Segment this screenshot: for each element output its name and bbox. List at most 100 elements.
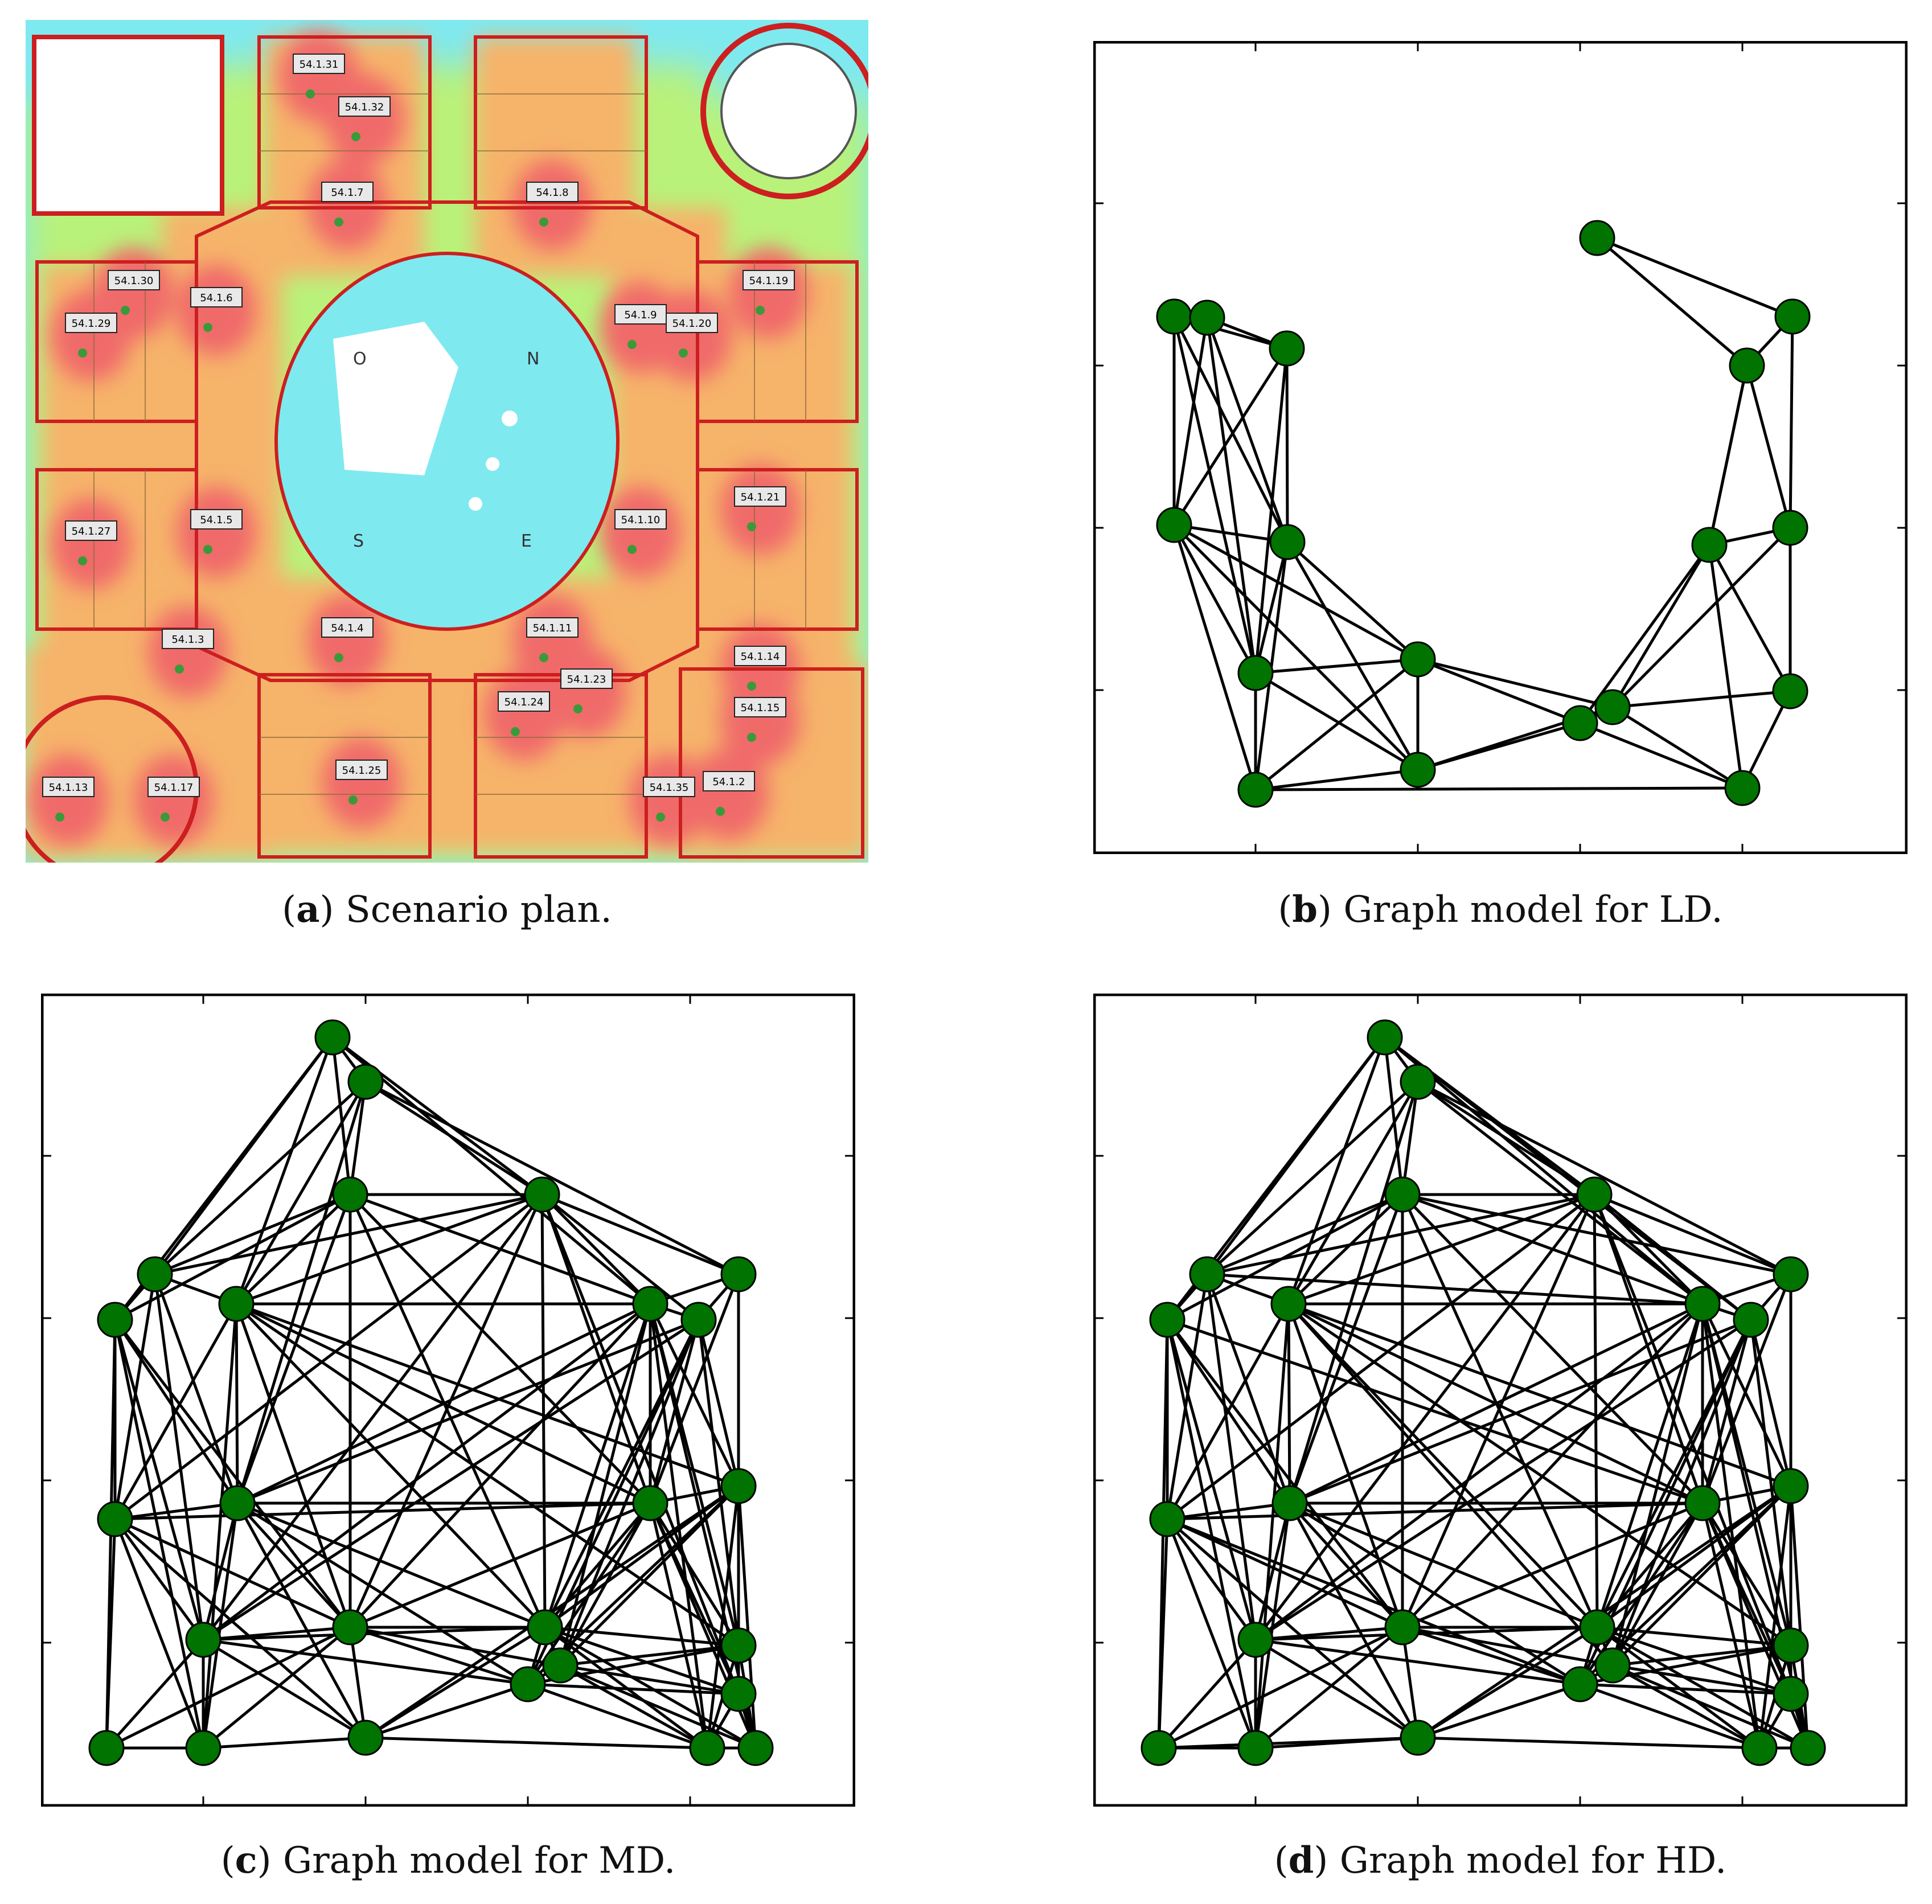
- svg-text:O: O: [353, 349, 367, 369]
- graph-edge: [1597, 1626, 1791, 1696]
- graph-edge: [348, 1193, 544, 1628]
- graph-edge: [364, 1080, 740, 1276]
- graph-edge: [1174, 523, 1288, 544]
- graph-node: [1691, 527, 1728, 563]
- graph-node: [1684, 1286, 1721, 1322]
- graph-edge: [1167, 1318, 1703, 1505]
- graph-edge: [1417, 1080, 1792, 1276]
- graph-node: [1400, 1064, 1436, 1100]
- graph-edge: [1288, 1302, 1791, 1488]
- graph-edge: [113, 1303, 238, 1520]
- graph-edge: [1708, 365, 1749, 545]
- graph-edge: [1287, 1193, 1404, 1305]
- graph-edge: [350, 1501, 651, 1629]
- graph-edge: [1745, 365, 1792, 528]
- room-label: 54.1.13: [42, 777, 95, 797]
- graph-edge: [105, 1626, 351, 1750]
- room-label: 54.1.14: [734, 646, 786, 666]
- graph-edge: [236, 1081, 367, 1504]
- graph-edge: [1383, 1037, 1404, 1195]
- graph-edge: [114, 1193, 543, 1520]
- graph-edge: [1701, 1274, 1792, 1504]
- room-label: 54.1.3: [162, 629, 214, 649]
- graph-edge: [1166, 1193, 1595, 1520]
- room-label: 54.1.6: [190, 287, 243, 307]
- graph-edge: [1166, 1319, 1257, 1749]
- svg-text:54.1.13: 54.1.13: [49, 782, 88, 794]
- graph-node: [1237, 1730, 1274, 1766]
- graph-edge: [236, 1302, 739, 1488]
- svg-text:S: S: [353, 531, 364, 551]
- graph-edge: [202, 1638, 367, 1739]
- graph-edge: [1288, 1194, 1404, 1504]
- room-label: 54.1.35: [643, 777, 695, 797]
- graph-edge: [1384, 1036, 1704, 1305]
- svg-text:54.1.9: 54.1.9: [624, 309, 657, 321]
- graph-edge: [113, 1518, 205, 1641]
- graph-edge: [1287, 1302, 1792, 1647]
- svg-text:54.1.10: 54.1.10: [621, 514, 661, 526]
- graph-node: [1772, 673, 1808, 709]
- graph-edge: [540, 1194, 547, 1628]
- room-label: 54.1.21: [734, 486, 786, 507]
- graph-edge: [1612, 1664, 1808, 1750]
- graph-edge: [1288, 1502, 1420, 1739]
- graph-node: [219, 1485, 256, 1521]
- graph-node: [1156, 298, 1192, 335]
- svg-text:54.1.24: 54.1.24: [504, 696, 544, 708]
- graph-edge: [649, 1319, 700, 1504]
- graph-edge: [1167, 1501, 1290, 1521]
- graph-edge: [1166, 1519, 1257, 1749]
- graph-edge: [1287, 1037, 1387, 1304]
- graph-node: [1237, 655, 1274, 691]
- graph-node: [218, 1286, 255, 1322]
- graph-edge: [235, 1037, 334, 1304]
- graph-node: [185, 1730, 221, 1766]
- graph-edge: [1593, 1194, 1599, 1628]
- svg-text:54.1.14: 54.1.14: [741, 651, 780, 663]
- graph-edge: [1611, 1485, 1792, 1667]
- graph-node: [88, 1730, 125, 1766]
- graph-edge: [202, 1503, 239, 1640]
- graph-edge: [527, 1683, 739, 1696]
- room-label: 54.1.2: [703, 771, 755, 791]
- graph-edge: [1384, 1036, 1752, 1321]
- edges: [1157, 1036, 1810, 1750]
- room-label: 54.1.17: [147, 777, 200, 797]
- graph-edge: [114, 1501, 651, 1521]
- room-label: 54.1.10: [614, 509, 667, 530]
- graph-edge: [1402, 1626, 1581, 1686]
- svg-text:54.1.20: 54.1.20: [672, 318, 712, 330]
- graph-edge: [1172, 524, 1257, 790]
- graph-edge: [1612, 1644, 1791, 1667]
- graph-edge: [1701, 1319, 1753, 1504]
- graph-edge: [1206, 1081, 1419, 1275]
- graph-edge: [559, 1664, 708, 1750]
- graph-edge: [544, 1626, 739, 1647]
- graph-edge: [1595, 1303, 1704, 1628]
- graph-edge: [331, 1036, 651, 1305]
- room-label: 54.1.19: [743, 270, 795, 290]
- graph-node: [720, 1676, 757, 1712]
- graph-node: [1384, 1609, 1421, 1646]
- graph-edge: [1255, 768, 1418, 791]
- graph-node: [1594, 1647, 1631, 1684]
- graph-node: [332, 1609, 368, 1646]
- graph-node: [1562, 705, 1598, 741]
- room-label: 54.1.32: [338, 96, 391, 117]
- graph-edge: [1594, 1193, 1791, 1276]
- graph-edge: [1287, 1303, 1614, 1667]
- graph-edge: [154, 1081, 367, 1275]
- graph-node: [1269, 330, 1305, 367]
- graph-node: [542, 1647, 579, 1684]
- graph-edge: [1254, 348, 1289, 674]
- graph-edge: [1173, 523, 1419, 661]
- graph-node: [1367, 1019, 1403, 1056]
- graph-edge: [560, 1664, 739, 1696]
- graph-edge: [1289, 1501, 1598, 1629]
- graph-edge: [202, 1303, 651, 1641]
- graph-edge: [1166, 1517, 1404, 1629]
- edges: [105, 1036, 757, 1750]
- graph-edge: [1286, 541, 1420, 771]
